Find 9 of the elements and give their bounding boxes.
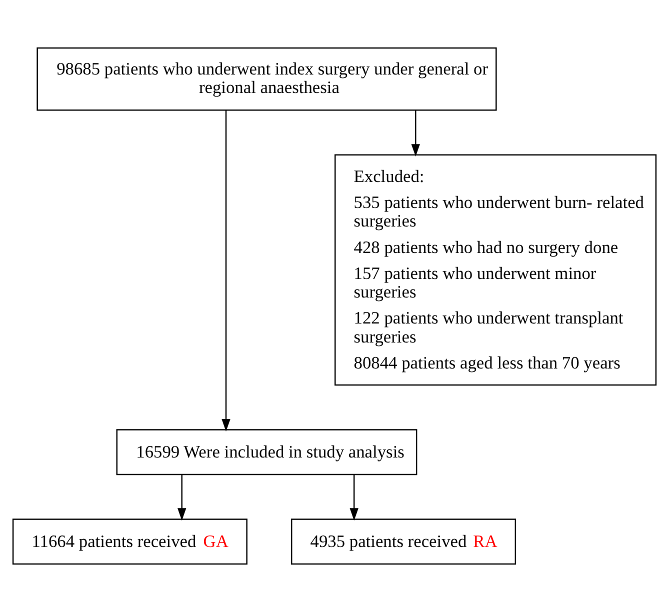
arrow xyxy=(411,110,420,157)
node-box: Excluded: 535 patients who underwent burn- related surgeries 428 patients who had no surgery done 157 patients who underwent minor surgeries 122 patients who underwent transplant surgeries 80844 patients aged less than 70 years xyxy=(334,154,657,386)
node-box: 11664 patients received GA xyxy=(12,518,248,565)
arrow xyxy=(178,474,186,521)
node-box: 16599 Were included in study analysis xyxy=(116,429,418,476)
node-box: 4935 patients received RA xyxy=(290,518,516,565)
node-box: 98685 patients who underwent index surgery under general or regional anaesthesia xyxy=(36,47,497,111)
arrow xyxy=(222,110,230,432)
arrow xyxy=(350,474,358,521)
